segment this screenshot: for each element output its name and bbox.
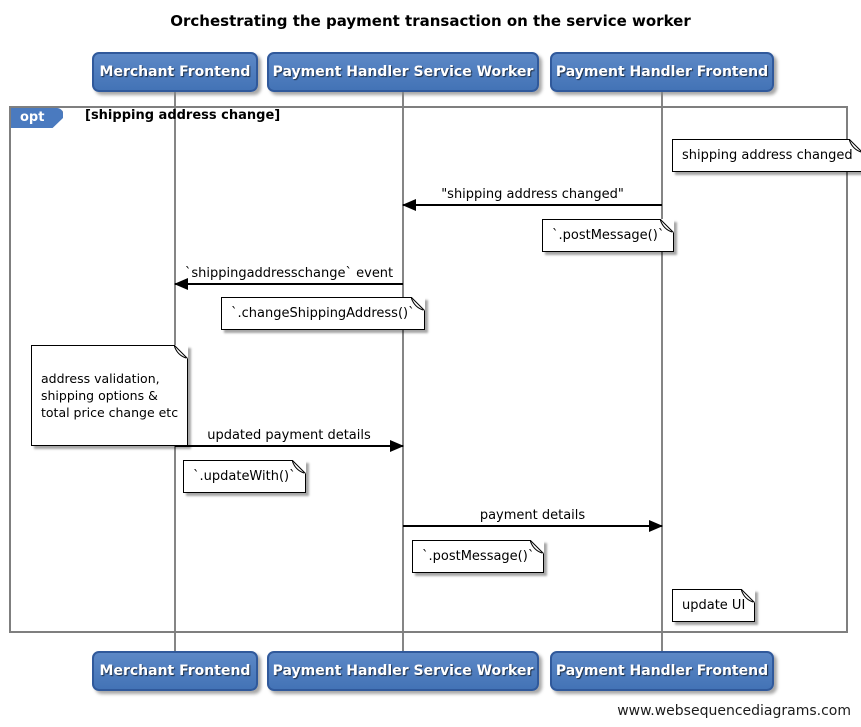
- opt-fragment-frame: [9, 106, 848, 633]
- actor-merchant-frontend-bottom: Merchant Frontend: [92, 651, 258, 691]
- note-fold-icon: [291, 460, 306, 474]
- note-postmessage-2: `.postMessage()`: [412, 540, 545, 573]
- message-line: [175, 440, 404, 452]
- message-updated-payment-details: updated payment details: [175, 428, 404, 452]
- actor-payment-handler-frontend-top: Payment Handler Frontend: [550, 52, 774, 92]
- message-label: payment details: [479, 508, 586, 523]
- diagram-title: Orchestrating the payment transaction on…: [170, 12, 691, 30]
- message-label: "shipping address changed": [441, 187, 624, 202]
- note-address-validation: address validation, shipping options & t…: [31, 345, 189, 446]
- note-update-ui: update UI: [672, 589, 756, 622]
- note-text: `.updateWith()`: [193, 469, 296, 484]
- note-fold-icon: [174, 345, 189, 359]
- note-fold-icon: [410, 297, 425, 311]
- arrowhead-right-icon: [649, 520, 663, 532]
- note-text: `.postMessage()`: [552, 228, 665, 243]
- opt-operator-tab: opt: [11, 108, 63, 128]
- note-fold-icon: [741, 589, 756, 603]
- message-line: [174, 278, 403, 290]
- note-postmessage-1: `.postMessage()`: [542, 219, 675, 252]
- message-line: [403, 520, 663, 532]
- message-shipping-address-changed: "shipping address changed": [402, 187, 662, 211]
- actor-merchant-frontend-top: Merchant Frontend: [92, 52, 258, 92]
- note-shipping-address-changed: shipping address changed: [672, 139, 861, 172]
- opt-guard-label: [shipping address change]: [85, 108, 281, 123]
- actor-payment-handler-frontend-bottom: Payment Handler Frontend: [550, 651, 774, 691]
- message-label: `shippingaddresschange` event: [184, 266, 394, 281]
- note-updatewith: `.updateWith()`: [183, 460, 306, 493]
- note-text: address validation, shipping options & t…: [41, 371, 179, 420]
- watermark-link[interactable]: www.websequencediagrams.com: [617, 703, 851, 719]
- note-text: `.postMessage()`: [422, 549, 535, 564]
- message-line: [402, 199, 662, 211]
- message-payment-details: payment details: [403, 508, 663, 532]
- arrowhead-right-icon: [390, 440, 404, 452]
- note-fold-icon: [660, 219, 675, 233]
- note-changeshippingaddress: `.changeShippingAddress()`: [221, 297, 425, 330]
- lifeline-payment-handler-service-worker: [402, 92, 404, 651]
- arrowhead-left-icon: [174, 278, 188, 290]
- arrowhead-left-icon: [402, 199, 416, 211]
- message-label: updated payment details: [207, 428, 371, 443]
- note-text: `.changeShippingAddress()`: [231, 306, 415, 321]
- note-fold-icon: [848, 139, 861, 153]
- message-shippingaddresschange-event: `shippingaddresschange` event: [174, 266, 403, 290]
- actor-payment-handler-service-worker-top: Payment Handler Service Worker: [267, 52, 539, 92]
- note-text: shipping address changed: [682, 148, 853, 163]
- note-fold-icon: [530, 540, 545, 554]
- note-text: update UI: [682, 598, 746, 613]
- actor-payment-handler-service-worker-bottom: Payment Handler Service Worker: [267, 651, 539, 691]
- lifeline-payment-handler-frontend: [661, 92, 663, 651]
